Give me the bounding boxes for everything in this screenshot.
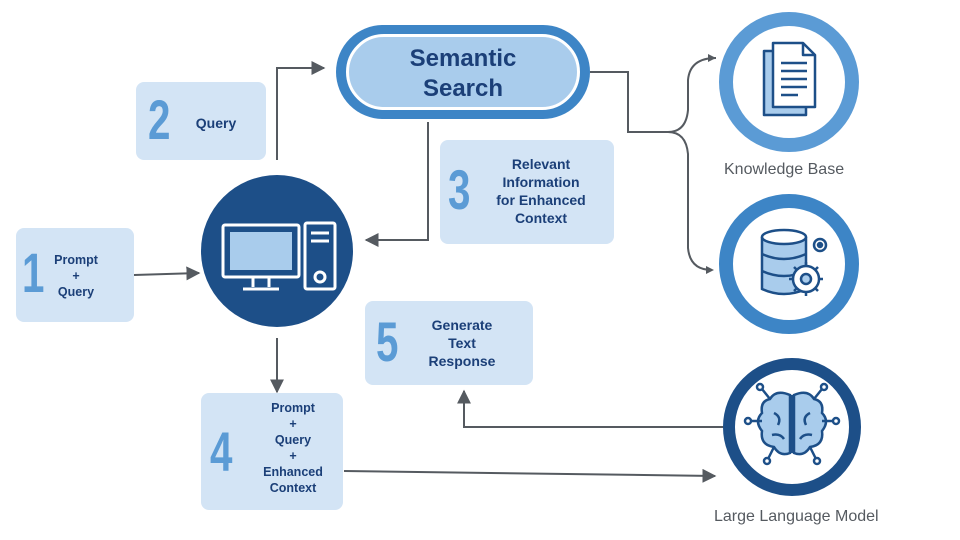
database-gear-icon	[760, 228, 828, 296]
sources-brace	[667, 57, 717, 271]
step-4-line3: Query	[274, 433, 312, 447]
step-2-label: Query	[195, 115, 237, 131]
step-1-number: 1	[22, 241, 45, 304]
arrow-query-to-search	[276, 61, 326, 160]
step-5-line2: Text	[448, 335, 476, 351]
brain-circuit-icon	[743, 382, 841, 466]
semantic-search-inner	[346, 34, 580, 110]
step-3-label: Relevant Information for Enhanced Contex…	[474, 155, 608, 227]
step-3-line3: for Enhanced	[496, 192, 586, 208]
semantic-search-label: Semantic Search	[346, 44, 580, 104]
step-5-line1: Generate	[431, 317, 493, 333]
step-3-number: 3	[448, 158, 471, 221]
documents-icon	[762, 41, 817, 117]
step-1-line1: Prompt	[54, 253, 98, 267]
knowledge-base-node	[719, 12, 859, 152]
step-5-number: 5	[376, 310, 399, 373]
step-4-label: Prompt + Query + Enhanced Context	[256, 400, 330, 496]
llm-caption: Large Language Model	[714, 508, 879, 525]
desktop-computer-icon	[221, 221, 337, 291]
arrow-llm-to-step5	[457, 389, 725, 428]
step-1-label: Prompt + Query	[44, 252, 108, 300]
step-5-label: Generate Text Response	[414, 316, 510, 370]
step-1-line3: Query	[57, 285, 95, 299]
step-4-line6: Context	[269, 481, 317, 495]
step-4-box	[201, 393, 343, 510]
step-3-line1: Relevant	[511, 156, 571, 172]
step-3-box	[440, 140, 614, 244]
step-2-box	[136, 82, 266, 160]
knowledge-base-caption: Knowledge Base	[724, 161, 845, 178]
step-1-line2: +	[72, 269, 80, 283]
database-node	[719, 194, 859, 334]
step-5-box	[365, 301, 533, 385]
semantic-search-line1: Semantic	[409, 45, 517, 72]
step-4-number: 4	[210, 420, 233, 483]
brace-arrowhead-top	[708, 54, 716, 62]
llm-node	[723, 358, 861, 496]
step-2-number: 2	[148, 88, 171, 151]
step-3-line4: Context	[514, 210, 568, 226]
step-4-line5: Enhanced	[263, 465, 323, 479]
search-to-sources-line	[590, 71, 668, 133]
step-4-line2: +	[289, 417, 297, 431]
arrow-context-to-computer	[364, 122, 429, 247]
brace-arrowhead-bottom	[706, 266, 714, 274]
semantic-search-line2: Search	[422, 75, 504, 102]
computer-node	[201, 175, 353, 327]
arrow-step4-to-llm	[343, 468, 717, 483]
arrow-prompt-to-computer	[133, 266, 201, 281]
step-4-line4: +	[289, 449, 297, 463]
step-3-line2: Information	[502, 174, 580, 190]
step-5-line3: Response	[428, 353, 496, 369]
step-4-line1: Prompt	[271, 401, 315, 415]
step-1-box	[16, 228, 134, 322]
